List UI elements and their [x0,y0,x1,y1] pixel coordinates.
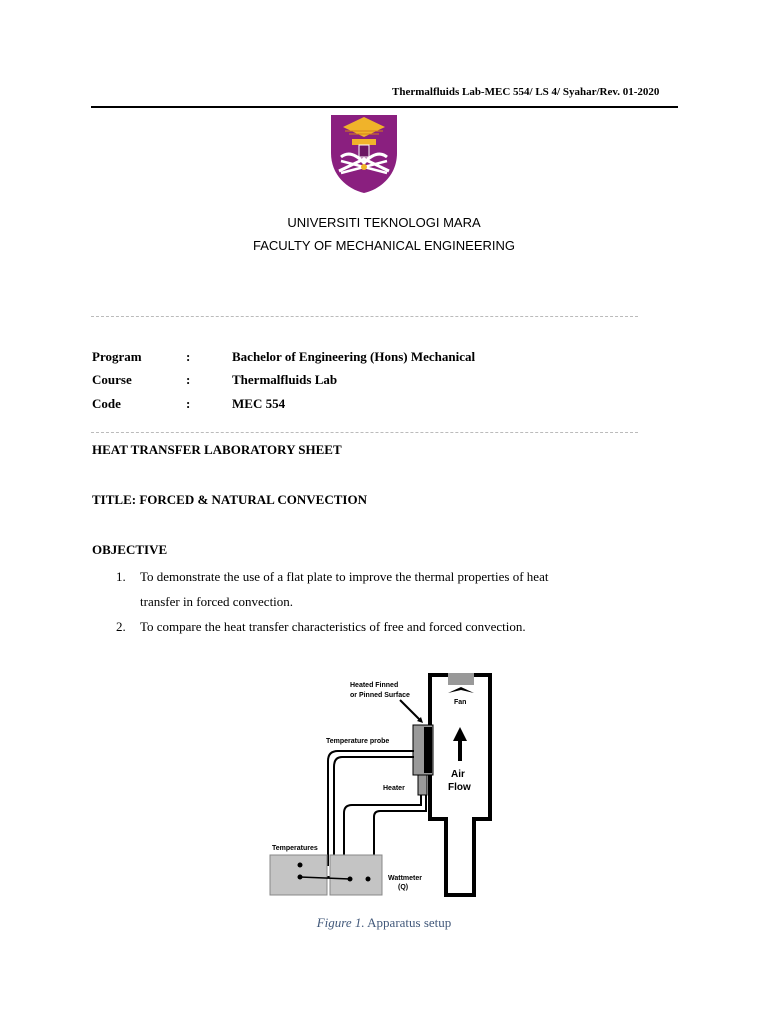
info-value: MEC 554 [232,396,286,411]
temperature-probe-label: Temperature probe [326,738,389,745]
document-reference: Thermalfluids Lab-MEC 554/ LS 4/ Syahar/… [392,86,660,98]
lab-title: TITLE: FORCED & NATURAL CONVECTION [92,492,367,507]
sheet-title: HEAT TRANSFER LABORATORY SHEET [92,442,342,457]
apparatus-diagram: Fan Air Flow Heated Finned or Pinned Sur… [269,673,492,897]
figure-caption: Figure 1. Apparatus setup [0,915,768,931]
fan-housing [448,673,474,685]
heated-surface-label-1: Heated Finned [350,682,398,689]
info-separator: : [186,372,191,387]
fan-icon [448,687,474,693]
objective-text-continued: transfer in forced convection. [140,594,294,609]
info-label: Code [92,396,121,411]
heated-surface-label-2: or Pinned Surface [350,692,410,699]
fan-label: Fan [454,699,466,706]
probe-wire-2 [300,756,414,878]
temperatures-label: Temperatures [272,845,318,852]
air-duct [428,673,492,897]
divider-top [91,316,638,317]
info-value: Thermalfluids Lab [232,372,338,387]
heater-rod [417,774,428,796]
wattmeter-symbol: (Q) [398,884,408,891]
info-separator: : [186,349,191,364]
info-value: Bachelor of Engineering (Hons) Mechanica… [232,349,476,364]
objective-heading: OBJECTIVE [92,542,168,557]
probe-wire [300,750,414,866]
info-label: Course [92,372,132,387]
figure-number: Figure 1. [316,915,365,930]
university-name: UNIVERSITI TEKNOLOGI MARA [287,215,481,230]
air-label: Air [451,769,465,780]
divider-bottom [91,432,638,433]
objective-number: 1. [116,569,126,584]
figure-caption-text: Apparatus setup [364,915,452,930]
heater-wire [343,795,422,879]
header-rule [91,106,678,108]
wattmeter-label: Wattmeter [388,875,422,882]
university-logo [331,115,397,193]
flow-label: Flow [448,782,471,793]
faculty-name: FACULTY OF MECHANICAL ENGINEERING [253,238,515,253]
objective-number: 2. [116,619,126,634]
wattmeter-box [329,854,383,896]
heater-label: Heater [383,785,405,792]
objective-text: To demonstrate the use of a flat plate t… [140,569,549,584]
info-label: Program [92,349,142,364]
heater-wire-2 [373,795,427,879]
objective-text: To compare the heat transfer characteris… [140,619,526,634]
info-separator: : [186,396,191,411]
